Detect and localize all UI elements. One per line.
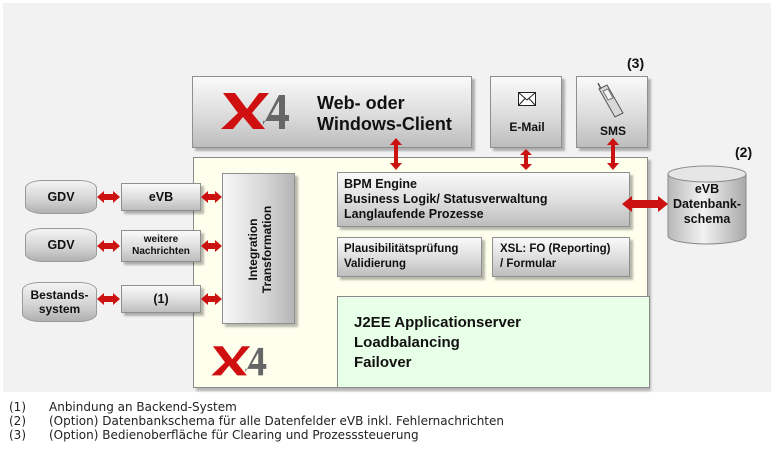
- arrow-email-bpm: [520, 149, 532, 170]
- bestand-line-1: Bestands-: [30, 288, 89, 302]
- evb-database-cylinder: eVB Datenbank- schema: [667, 165, 747, 245]
- legend-text-2: (Option) Datenbankschema für alle Datenf…: [49, 414, 504, 428]
- evb-db-text: eVB Datenbank- schema: [667, 182, 747, 227]
- email-box: E-Mail: [490, 76, 562, 148]
- xsl-text: XSL: FO (Reporting) / Formular: [500, 242, 611, 272]
- evb-label: eVB: [148, 190, 174, 204]
- sms-label: SMS: [599, 124, 626, 138]
- sms-box: SMS: [576, 76, 648, 148]
- bpm-engine-box: BPM Engine Business Logik/ Statusverwalt…: [337, 172, 630, 227]
- j2ee-box: J2EE Applicationserver Loadbalancing Fai…: [337, 296, 650, 388]
- x4-logo-bottom: X4: [211, 346, 267, 376]
- web-client-title: Web- oder Windows-Client: [317, 93, 452, 135]
- arrow-gdv2-weitere: [97, 240, 120, 252]
- marker-2-label: (2): [735, 144, 753, 160]
- evb-box: eVB: [121, 183, 201, 211]
- bestand-line-2: system: [38, 302, 81, 316]
- bestandssystem-cylinder: Bestands- system: [22, 282, 97, 322]
- plausi-line-1: Plausibilitätsprüfung: [344, 243, 459, 255]
- legend-num-2: (2): [9, 414, 26, 428]
- legend-num-1: (1): [9, 400, 26, 414]
- arrow-sms-bpm: [607, 138, 619, 170]
- j2ee-line-2: Loadbalancing: [354, 334, 460, 351]
- xsl-line-2: / Formular: [500, 258, 557, 270]
- validation-box: Plausibilitätsprüfung Validierung: [337, 237, 482, 277]
- bpm-line-3: Langlaufende Prozesse: [344, 207, 484, 221]
- legend-num-3: (3): [9, 428, 26, 442]
- gdv-1-label: GDV: [47, 190, 75, 204]
- bpm-text: BPM Engine Business Logik/ Statusverwalt…: [344, 177, 548, 222]
- legend-text-1: Anbindung an Backend-System: [49, 400, 237, 414]
- email-label: E-Mail: [509, 120, 545, 134]
- arrow-evb-integration: [201, 191, 222, 203]
- bpm-line-2: Business Logik/ Statusverwaltung: [344, 192, 548, 206]
- gdv-2-label: GDV: [47, 238, 75, 252]
- backend-connector-box: (1): [121, 285, 201, 313]
- marker-3-label: (3): [627, 55, 645, 71]
- plausi-text: Plausibilitätsprüfung Validierung: [344, 242, 458, 272]
- web-client-line-2: Windows-Client: [317, 114, 452, 134]
- weitere-line-1: weitere: [143, 234, 179, 245]
- j2ee-text: J2EE Applicationserver Loadbalancing Fai…: [354, 313, 521, 373]
- xsl-reporting-box: XSL: FO (Reporting) / Formular: [492, 237, 630, 277]
- integration-transformation-box: Integration Transformation: [222, 173, 295, 324]
- web-client-line-1: Web- oder: [317, 93, 405, 113]
- arrow-bpm-database: [622, 196, 668, 212]
- arrow-backend-integration: [201, 293, 222, 305]
- weitere-nachrichten-box: weitere Nachrichten: [121, 230, 201, 262]
- gdv-source-2: GDV: [25, 228, 97, 262]
- evb-db-line-1: eVB: [694, 182, 720, 196]
- bpm-line-1: BPM Engine: [344, 177, 417, 191]
- arrow-gdv1-evb: [97, 191, 120, 203]
- j2ee-line-3: Failover: [354, 354, 412, 371]
- mobile-phone-icon: [597, 83, 624, 118]
- web-client-box: X4 Web- oder Windows-Client: [192, 76, 472, 148]
- arrow-bestand-backend: [97, 293, 120, 305]
- evb-db-line-3: schema: [683, 212, 731, 226]
- plausi-line-2: Validierung: [344, 258, 406, 270]
- gdv-source-1: GDV: [25, 180, 97, 214]
- envelope-icon: [518, 92, 536, 106]
- legend-text-3: (Option) Bedienoberfläche für Clearing u…: [49, 428, 419, 442]
- database-icon: [667, 165, 747, 245]
- arrow-weitere-integration: [201, 240, 222, 252]
- weitere-line-2: Nachrichten: [132, 246, 190, 257]
- j2ee-line-1: J2EE Applicationserver: [354, 314, 522, 331]
- legend-item-2: (2) (Option) Datenbankschema für alle Dat…: [9, 415, 504, 428]
- x4-logo: X4: [221, 93, 289, 129]
- marker-1-label: (1): [153, 292, 169, 306]
- legend-item-1: (1) Anbindung an Backend-System: [9, 401, 237, 414]
- xsl-line-1: XSL: FO (Reporting): [500, 243, 611, 255]
- arrow-client-bpm: [390, 138, 402, 170]
- evb-db-line-2: Datenbank-: [672, 197, 742, 211]
- legend-item-3: (3) (Option) Bedienoberfläche für Clearin…: [9, 429, 419, 442]
